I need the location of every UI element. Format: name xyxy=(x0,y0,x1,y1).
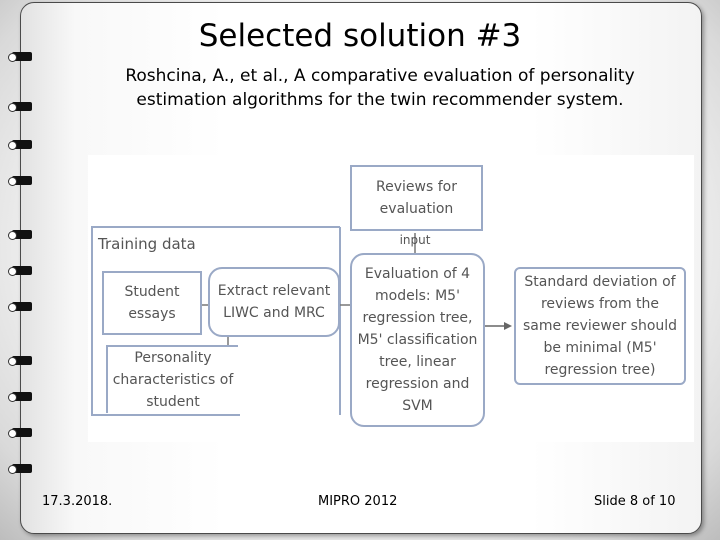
reviews-box-label: Reviews for evaluation xyxy=(376,179,457,217)
footer-conference: MIPRO 2012 xyxy=(318,494,398,509)
extract-box-label: Extract relevant LIWC and MRC xyxy=(217,283,331,321)
binding-ring xyxy=(8,98,34,116)
binding-ring xyxy=(8,136,34,154)
binding-ring xyxy=(8,262,34,280)
binding-ring xyxy=(8,48,34,66)
binding-ring xyxy=(8,172,34,190)
binding-ring xyxy=(8,424,34,442)
binding-ring xyxy=(8,460,34,478)
result-box: Standard deviation of reviews from the s… xyxy=(514,267,686,385)
footer-slide-number: Slide 8 of 10 xyxy=(594,494,676,509)
reviews-box: Reviews for evaluation xyxy=(350,165,483,231)
result-box-label: Standard deviation of reviews from the s… xyxy=(522,274,678,378)
student-essays-label: Student essays xyxy=(124,284,180,322)
personality-box-label: Personality characteristics of student xyxy=(112,350,234,410)
binding-ring xyxy=(8,298,34,316)
subtitle-line: Roshcina, A., et al., A comparative eval… xyxy=(125,66,635,86)
arrow-head xyxy=(504,322,512,330)
student-essays-box: Student essays xyxy=(102,271,202,335)
evaluation-box-label: Evaluation of 4 models: M5' regression t… xyxy=(357,266,478,414)
evaluation-box: Evaluation of 4 models: M5' regression t… xyxy=(350,253,485,427)
training-data-label: Training data xyxy=(98,235,196,253)
extract-box: Extract relevant LIWC and MRC xyxy=(208,267,340,337)
slide-subtitle: Roshcina, A., et al., A comparative eval… xyxy=(60,64,700,112)
training-data-frame xyxy=(91,226,340,416)
binding-ring xyxy=(8,388,34,406)
diagram-connectors xyxy=(91,226,512,416)
flow-diagram: Reviews for evaluation Training data Stu… xyxy=(88,155,694,442)
binding-ring xyxy=(8,226,34,244)
slide-title: Selected solution #3 xyxy=(198,18,522,54)
input-label: input xyxy=(399,233,431,247)
footer-date: 17.3.2018. xyxy=(42,494,113,509)
personality-box: Personality characteristics of student xyxy=(106,345,238,413)
binding-ring xyxy=(8,352,34,370)
subtitle-line: estimation algorithms for the twin recom… xyxy=(136,90,624,110)
